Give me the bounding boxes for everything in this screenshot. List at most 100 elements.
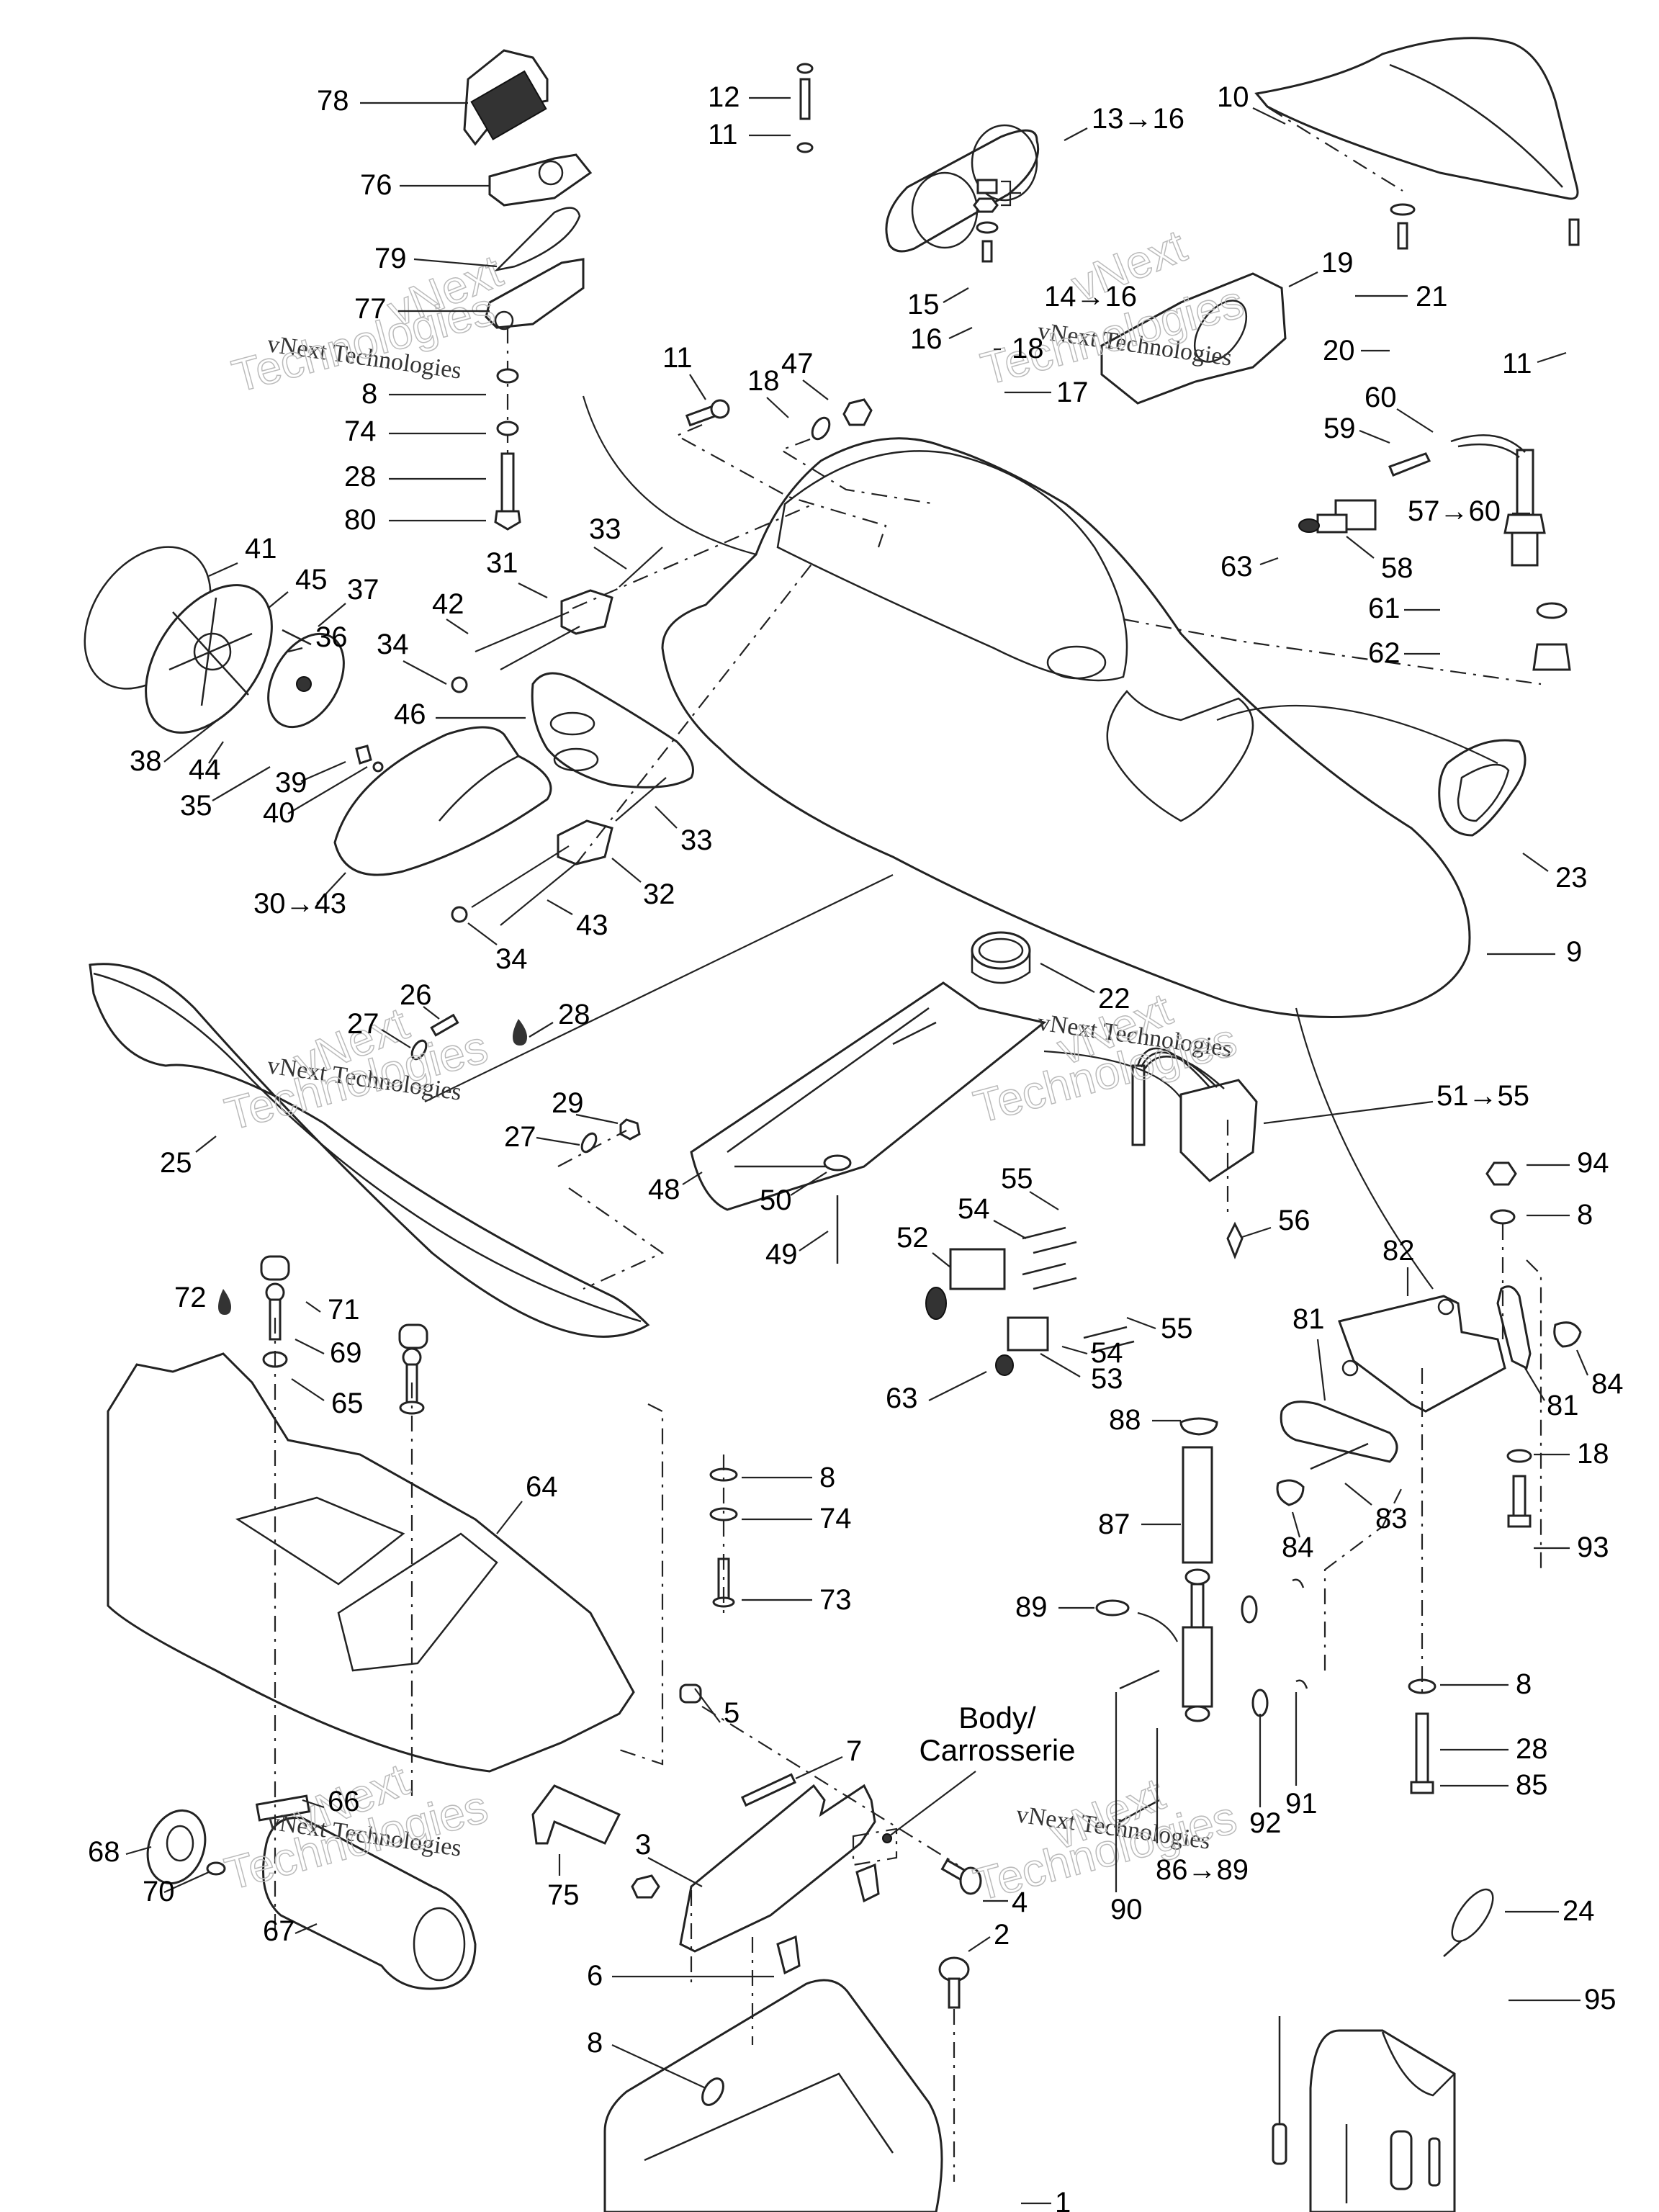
callout-72: 72 [174, 1282, 207, 1313]
callout-42: 42 [432, 588, 464, 620]
callout-leader-3 [647, 1857, 703, 1887]
screw-20 [1397, 222, 1408, 250]
callout-leader-34 [467, 922, 498, 945]
callout-leader-49 [799, 1231, 829, 1251]
callout-6: 6 [587, 1960, 603, 1992]
callout-11: 11 [1502, 348, 1532, 379]
callout-85: 85 [1516, 1769, 1548, 1801]
clamp-88 [1179, 1417, 1218, 1436]
body-ref-label: Body/ [958, 1701, 1036, 1735]
nut-94 [1485, 1161, 1517, 1186]
part-connector-58 [1298, 499, 1377, 534]
bushing-5 [679, 1683, 702, 1704]
callout-leader-16 [948, 327, 973, 339]
callout-leader-44 [208, 741, 224, 764]
part-vent-23 [1438, 739, 1527, 837]
callout-8: 8 [361, 378, 377, 410]
cap-71a [260, 1255, 290, 1281]
callout-leader-5 [694, 1688, 721, 1723]
callout-81: 81 [1547, 1390, 1579, 1421]
part-tie-strap-24 [1443, 1888, 1494, 1957]
trim-75 [531, 1784, 621, 1845]
callout-leader-54 [1061, 1345, 1088, 1355]
callout-75: 75 [547, 1879, 580, 1911]
callout-leader-39 [300, 760, 346, 783]
callout-21: 21 [1416, 281, 1448, 313]
callout-79: 79 [374, 243, 407, 274]
callout-leader-38 [163, 712, 228, 763]
nut-34a [451, 676, 468, 693]
callout-leader-27 [536, 1136, 580, 1146]
pin-83 [1310, 1442, 1369, 1470]
callout-49: 49 [765, 1238, 798, 1270]
bracket-14 [1001, 180, 1021, 207]
callout-43: 43 [576, 909, 608, 941]
part-sensor-57 [1450, 434, 1546, 567]
callout-8: 8 [1577, 1199, 1593, 1231]
callout-leader-59 [1359, 429, 1390, 444]
callout-leader-47 [802, 379, 829, 400]
callout-leader-27 [381, 1029, 411, 1048]
callout-81: 81 [1292, 1303, 1325, 1335]
callout-56: 56 [1278, 1205, 1310, 1236]
callout-leader-56 [1241, 1226, 1272, 1238]
callout-leader-25 [195, 1136, 217, 1153]
bolt-85 [1410, 1712, 1434, 1794]
bolt-90b [1119, 1799, 1160, 1823]
nut-34b [451, 906, 468, 923]
callout-leader-26 [423, 1006, 440, 1020]
callout-89: 89 [1015, 1591, 1048, 1623]
callout-27: 27 [347, 1008, 379, 1040]
callout-68: 68 [88, 1836, 120, 1868]
screw-69a [265, 1282, 285, 1341]
callout-88: 88 [1109, 1404, 1141, 1436]
bolt-93 [1507, 1475, 1532, 1528]
nut-40 [372, 761, 384, 773]
callout-46: 46 [394, 698, 426, 730]
washer-92a [1241, 1595, 1258, 1624]
callout-63: 63 [886, 1382, 918, 1414]
nut-16 [973, 197, 999, 213]
callout-82: 82 [1382, 1235, 1415, 1267]
callout-19: 19 [1321, 247, 1354, 279]
part-vent-46 [531, 672, 694, 788]
callout-77: 77 [354, 293, 387, 325]
callout-30-to-43: 30→43 [253, 888, 346, 920]
axis-line [1268, 107, 1403, 192]
assembly-lines [274, 423, 1542, 2182]
callout-55: 55 [1161, 1313, 1193, 1344]
callout-15: 15 [907, 289, 940, 320]
washer-92b [1251, 1689, 1269, 1717]
threadlock-drop-28 [513, 1019, 527, 1046]
callout-50: 50 [760, 1184, 792, 1216]
callout-leader-22 [1040, 963, 1095, 993]
callout-leader-11 [689, 374, 706, 400]
latch-6a [855, 1863, 880, 1903]
callout-leader-66 [302, 1799, 325, 1809]
part-bracket-32 [471, 777, 667, 926]
callout-71: 71 [328, 1294, 360, 1326]
callout-leader-35 [212, 766, 271, 801]
clip-91a [1292, 1578, 1305, 1588]
part-bracket-31 [475, 547, 663, 670]
washer-8 [496, 368, 519, 384]
callout-59: 59 [1323, 413, 1356, 444]
part-arm-82 [1338, 1295, 1506, 1413]
part-connector-53 [995, 1316, 1049, 1376]
part-gauge-bezel-13 [885, 124, 1040, 253]
callout-leader-36 [287, 647, 303, 653]
callout-20: 20 [1323, 335, 1355, 367]
callout-leader-33 [593, 547, 627, 570]
callout-leader-53 [1040, 1353, 1081, 1377]
callout-leader-2 [968, 1936, 991, 1952]
callout-65: 65 [331, 1388, 364, 1419]
callout-leader-8 [611, 2044, 706, 2089]
callout-91: 91 [1285, 1788, 1318, 1820]
callout-80: 80 [344, 504, 377, 536]
callout-38: 38 [130, 745, 162, 777]
callout-31: 31 [486, 547, 518, 579]
callout-leader-51-to-55 [1263, 1100, 1434, 1125]
body-ref-label: Carrosserie [919, 1733, 1075, 1767]
